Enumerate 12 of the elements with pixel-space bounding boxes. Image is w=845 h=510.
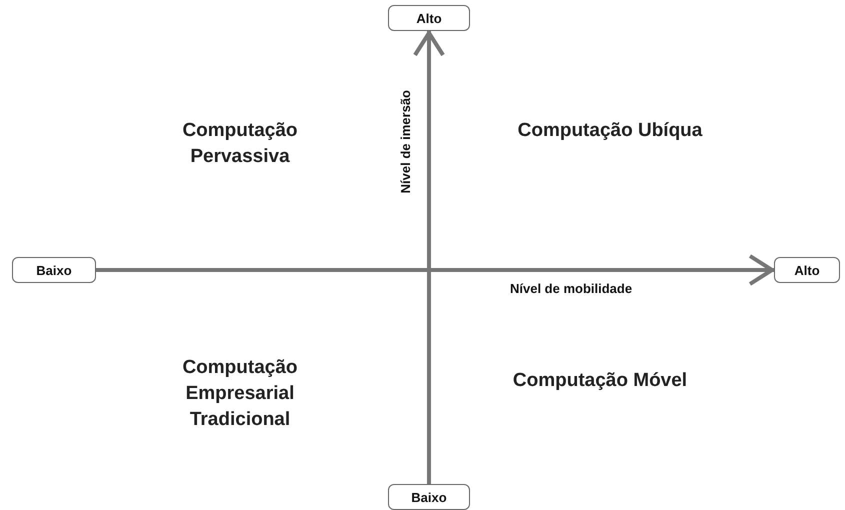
scale-box: Baixo — [388, 484, 470, 510]
quadrant-label: Computação Ubíqua — [516, 119, 704, 143]
scale-box: Alto — [774, 257, 840, 283]
quadrant-label: Computação Empresarial Tradicional — [181, 356, 299, 432]
quadrant-label: Computação Móvel — [512, 369, 688, 393]
axis-label: Nível de imersão — [398, 90, 413, 194]
axis-arrow — [413, 31, 445, 484]
scale-box: Baixo — [12, 257, 96, 283]
axis-arrow — [96, 254, 774, 286]
quadrant-label: Computação Pervassiva — [181, 119, 299, 169]
scale-box: Alto — [388, 5, 470, 31]
axis-label: Nível de mobilidade — [510, 281, 632, 296]
